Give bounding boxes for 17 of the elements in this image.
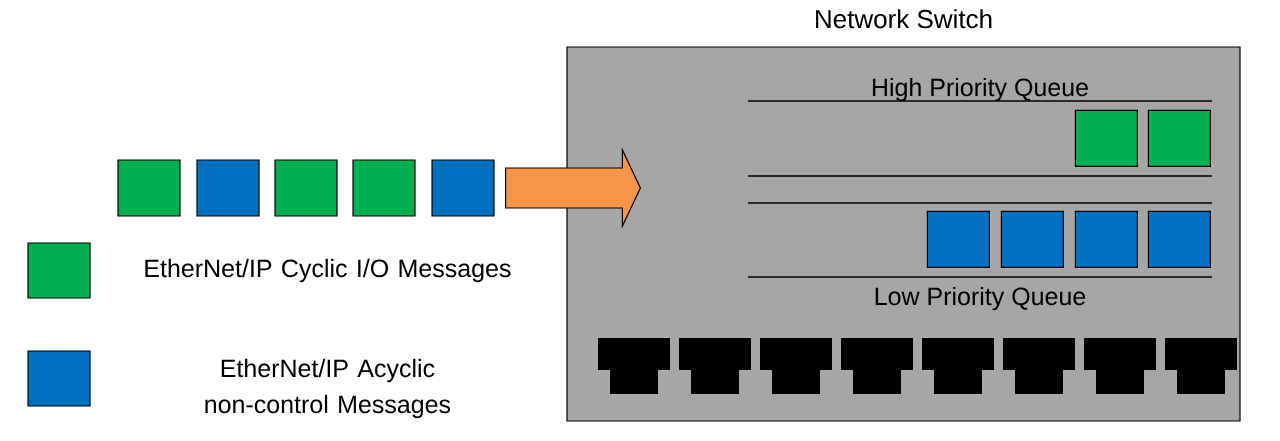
packet-square <box>274 159 338 217</box>
legend-text: EtherNet/IP Cyclic I/O Messages <box>145 258 511 283</box>
packet-square <box>1147 210 1211 268</box>
queue-label: High Priority Queue <box>872 77 1088 102</box>
packet-square <box>1074 109 1138 167</box>
packet-square <box>926 210 990 268</box>
packet-square <box>352 159 416 217</box>
switch-title: Network Switch <box>816 9 992 29</box>
packet-square <box>1147 109 1211 167</box>
packet-square <box>1000 210 1064 268</box>
packet-square <box>117 159 181 217</box>
block-arrow <box>505 147 642 229</box>
packet-square <box>196 159 260 217</box>
packet-square <box>1074 210 1138 268</box>
packet-square <box>431 159 495 217</box>
legend-text: EtherNet/IP Acyclic non-control Messages <box>205 358 451 419</box>
queue-label: Low Priority Queue <box>875 286 1086 311</box>
